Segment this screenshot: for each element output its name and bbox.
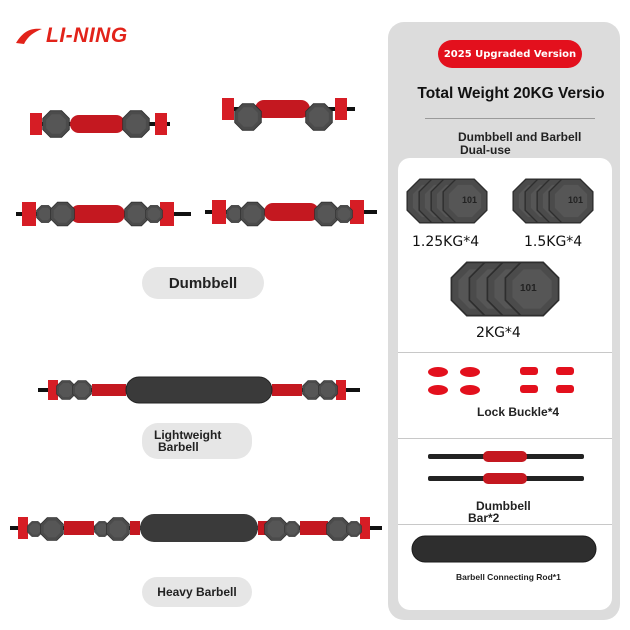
panel-title: Total Weight 20KG Versio [417, 85, 605, 102]
lightweight-barbell-label: Lightweight Barbell [142, 423, 252, 459]
divider-2 [398, 438, 612, 439]
heavy-barbell [10, 514, 382, 542]
dumbbell-small-1 [30, 109, 170, 139]
dumbbell-large-1 [16, 201, 191, 227]
dumbbell-bar-label-line2: Bar*2 [468, 511, 500, 525]
li-ning-swoosh-icon [16, 28, 42, 44]
dumbbell-bars-illustration [428, 451, 584, 484]
buckle-4 [460, 385, 480, 395]
subtitle-line1: Dumbbell and Barbell [458, 130, 582, 144]
buckle-7 [520, 385, 538, 393]
lock-buckles-illustration [428, 367, 574, 395]
buckle-1 [428, 367, 448, 377]
li-ning-logo: LI-NING [14, 24, 128, 48]
title-divider [425, 118, 595, 119]
lightweight-barbell [38, 376, 360, 404]
plate-marking-3: 101 [520, 283, 537, 294]
contents-card [398, 158, 612, 610]
plate-2kg-label: 2KG*4 [476, 325, 521, 341]
subtitle-line2: Dual-use [460, 143, 511, 157]
heavy-barbell-label-text: Heavy Barbell [157, 585, 237, 599]
divider-3 [398, 524, 612, 525]
dumbbell-bar-1 [428, 451, 584, 462]
connecting-rod-label: Barbell Connecting Rod*1 [456, 572, 561, 582]
dumbbell-bar-2 [428, 473, 584, 484]
buckle-6 [556, 367, 574, 375]
dumbbell-bar-label-line1: Dumbbell [476, 499, 531, 513]
equipment-illustrations [10, 98, 382, 542]
dumbbell-large-2 [205, 200, 377, 227]
version-badge: 2025 Upgraded Version [438, 40, 582, 68]
lock-buckle-label: Lock Buckle*4 [477, 405, 560, 419]
lightweight-label-line1: Lightweight [154, 428, 222, 442]
heavy-barbell-label: Heavy Barbell [142, 577, 252, 607]
dumbbell-label: Dumbbell [142, 267, 264, 299]
divider-1 [398, 352, 612, 353]
plate-1-25kg-label: 1.25KG*4 [412, 234, 480, 250]
plate-marking-2: 101 [462, 195, 478, 205]
connecting-rod-illustration [411, 535, 597, 563]
lightweight-label-line2: Barbell [158, 440, 199, 454]
buckle-8 [556, 385, 574, 393]
dumbbell-label-text: Dumbbell [168, 274, 238, 292]
buckle-5 [520, 367, 538, 375]
buckle-3 [428, 385, 448, 395]
dumbbell-small-2 [222, 98, 355, 132]
plate-1-5kg-label: 1.5KG*4 [524, 234, 583, 250]
logo-text: LI-NING [46, 24, 128, 47]
buckle-2 [460, 367, 480, 377]
plate-group-2kg [450, 261, 560, 317]
plate-marking-1: 101 [568, 195, 584, 205]
